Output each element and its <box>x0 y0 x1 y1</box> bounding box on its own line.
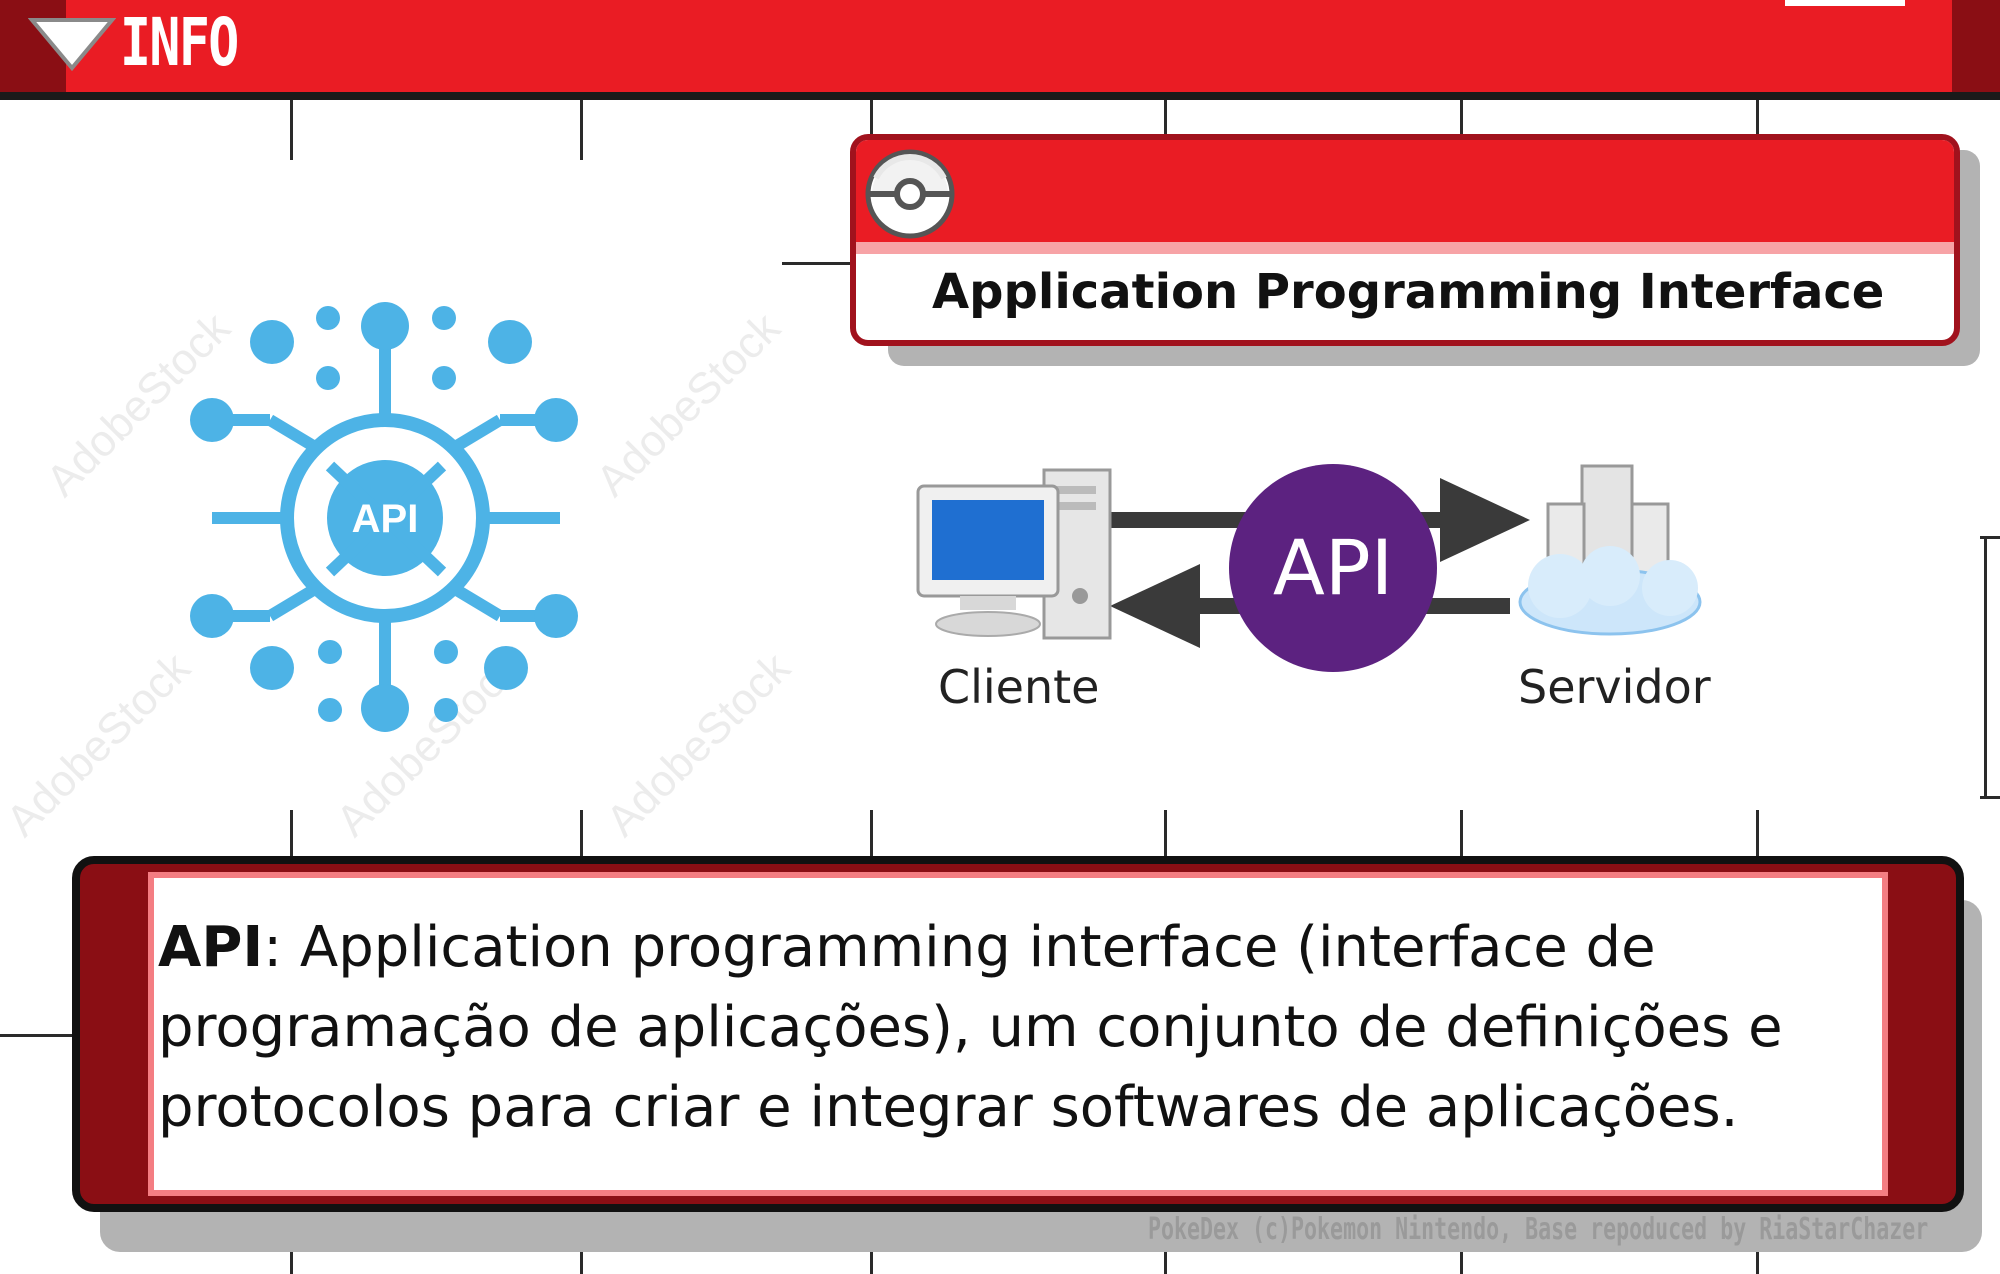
client-server-diagram: API <box>916 464 1702 672</box>
watermark: AdobeStock <box>597 643 800 846</box>
description-body: : Application programming interface (int… <box>158 915 1783 1140</box>
watermark: AdobeStock <box>0 643 200 846</box>
header-bar: INFO <box>0 0 2000 100</box>
entry-name: Application Programming Interface <box>932 264 1885 320</box>
description-term: API <box>158 915 264 980</box>
header-title: INFO <box>120 4 239 81</box>
pokeball-icon <box>865 149 955 239</box>
collapse-arrow-icon[interactable] <box>28 16 116 72</box>
api-circle <box>1229 464 1437 672</box>
description-panel <box>148 872 1888 1196</box>
watermark: AdobeStock <box>587 303 790 506</box>
api-icon-label: API <box>352 497 419 541</box>
credit-text: PokeDex (c)Pokemon Nintendo, Base repodu… <box>1148 1212 1929 1247</box>
description-text: API: Application programming interface (… <box>158 908 1838 1148</box>
server-label: Servidor <box>1518 660 1711 714</box>
name-card: Application Programming Interface <box>850 134 1960 346</box>
api-network-icon: API <box>190 302 578 732</box>
client-computer-icon <box>916 468 1112 640</box>
client-label: Cliente <box>938 660 1100 714</box>
description-box <box>72 856 1964 1212</box>
server-cloud-icon <box>1518 464 1702 636</box>
api-circle-label: API <box>1273 523 1393 612</box>
